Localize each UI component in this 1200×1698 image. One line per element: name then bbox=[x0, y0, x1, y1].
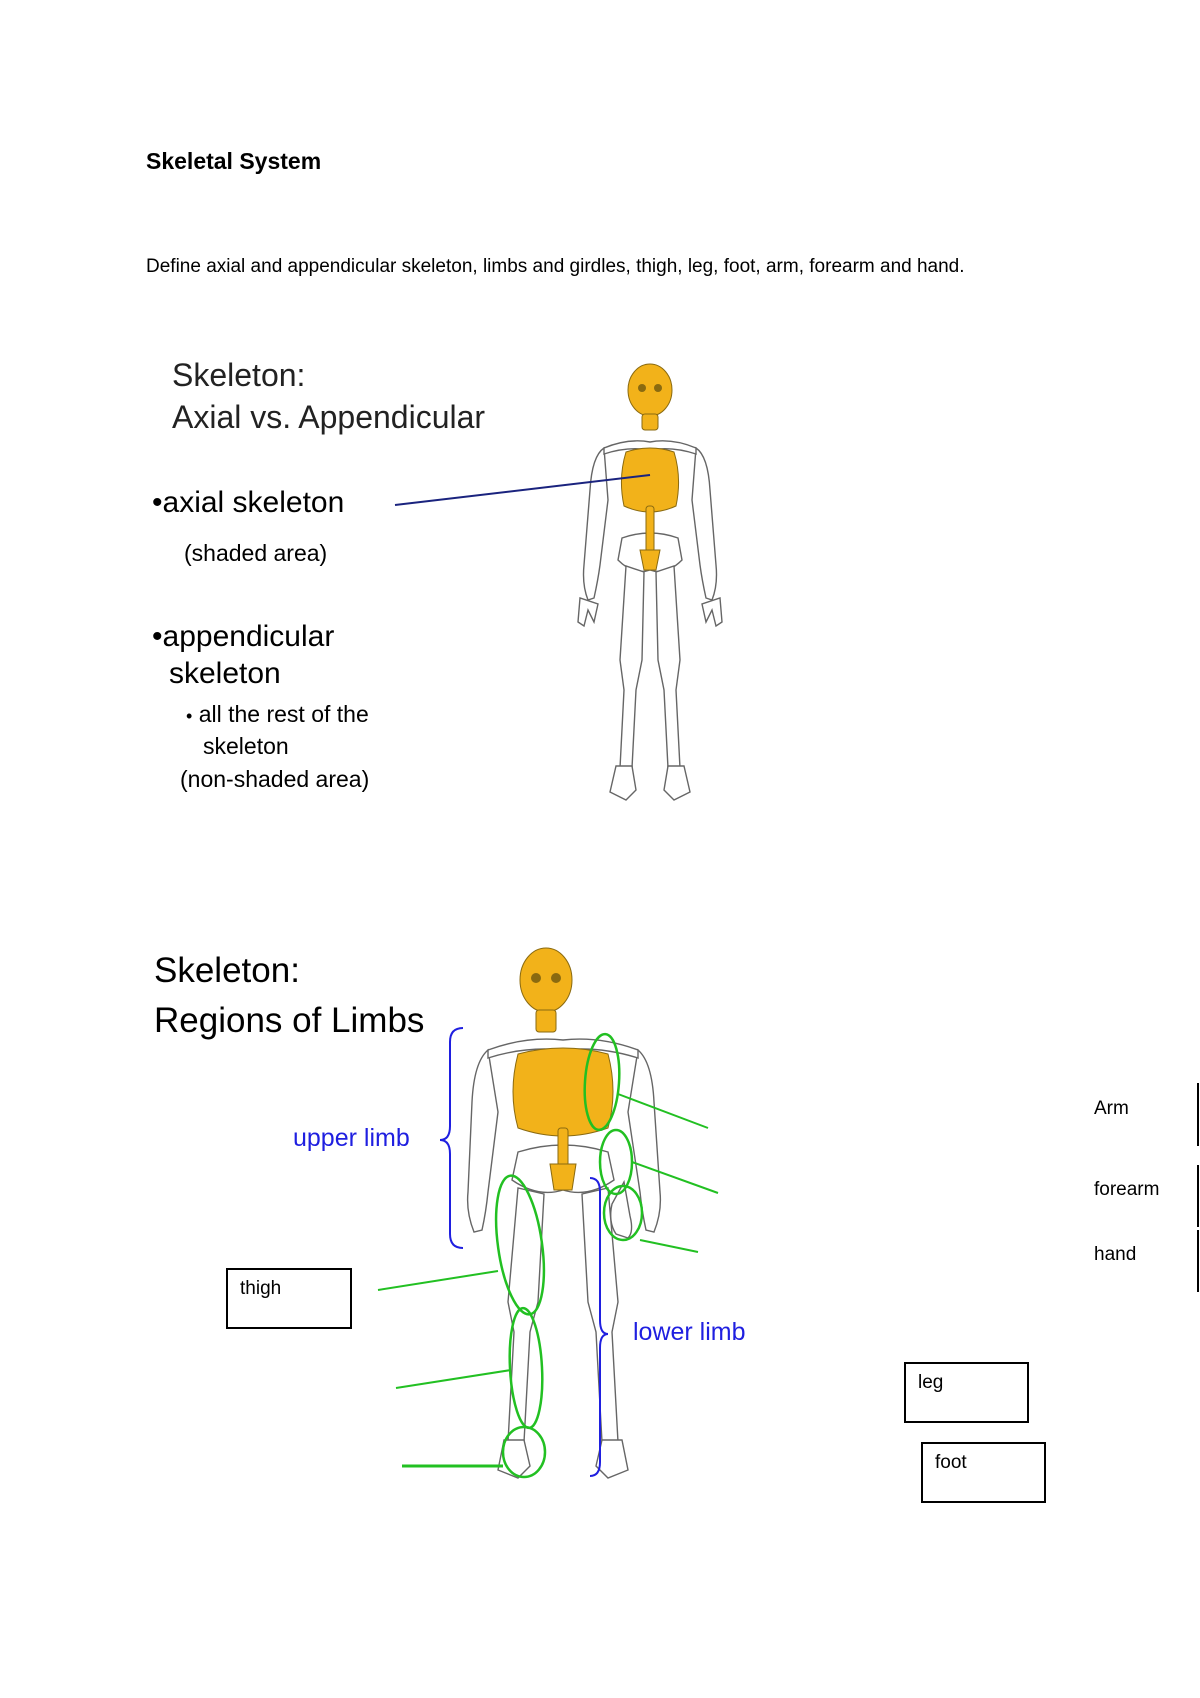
lower-limb-brace bbox=[589, 1177, 609, 1477]
slide-axial-title: Skeleton: Axial vs. Appendicular bbox=[172, 354, 485, 438]
bullet-dot: • bbox=[152, 486, 163, 519]
appendicular-note: (non-shaded area) bbox=[180, 766, 370, 792]
arm-ellipse bbox=[583, 1032, 621, 1132]
answer-hand: hand bbox=[1094, 1244, 1137, 1265]
slide-axial-title-line2: Axial vs. Appendicular bbox=[172, 399, 486, 435]
leg-leader bbox=[395, 1369, 512, 1389]
forearm-box-edge bbox=[1197, 1165, 1199, 1227]
thigh-box: thigh bbox=[226, 1268, 352, 1329]
foot-box: foot bbox=[921, 1442, 1046, 1503]
leg-box: leg bbox=[904, 1362, 1029, 1423]
sub-bullet-line2: skeleton bbox=[203, 733, 289, 759]
arm-leader bbox=[617, 1093, 709, 1129]
arm-box-edge bbox=[1197, 1083, 1199, 1146]
lower-limb-label: lower limb bbox=[633, 1318, 746, 1346]
skeleton-figure-axial bbox=[577, 363, 723, 801]
slide-axial-title-line1: Skeleton: bbox=[172, 357, 306, 393]
forearm-ellipse bbox=[598, 1128, 634, 1196]
thigh-leader bbox=[377, 1270, 499, 1291]
bullet-axial: •axial skeleton bbox=[152, 486, 344, 520]
hand-box-edge bbox=[1197, 1230, 1199, 1292]
document-instruction: Define axial and appendicular skeleton, … bbox=[146, 256, 965, 277]
bullet-appendicular-line1: appendicular bbox=[162, 620, 335, 653]
slide-limbs-title: Skeleton: Regions of Limbs bbox=[154, 946, 424, 1046]
bullet-appendicular: •appendicular skeleton bbox=[152, 618, 334, 692]
answer-leg: leg bbox=[918, 1372, 944, 1393]
sub-bullet-dot: • bbox=[186, 706, 193, 726]
answer-foot: foot bbox=[935, 1452, 967, 1473]
axial-shaded-region bbox=[620, 363, 680, 571]
upper-limb-label: upper limb bbox=[293, 1124, 410, 1152]
foot-ellipse bbox=[501, 1425, 547, 1479]
document-heading: Skeletal System bbox=[146, 148, 322, 174]
hand-leader bbox=[639, 1239, 699, 1253]
answer-thigh: thigh bbox=[240, 1278, 282, 1299]
axial-note: (shaded area) bbox=[184, 540, 328, 566]
thigh-ellipse bbox=[494, 1174, 546, 1316]
slide-limbs-title-line2: Regions of Limbs bbox=[154, 1001, 425, 1040]
leg-ellipse bbox=[508, 1306, 544, 1430]
forearm-leader bbox=[631, 1161, 719, 1194]
sub-bullet-rest: • all the rest of the skeleton bbox=[186, 699, 369, 761]
axial-leader-line bbox=[394, 474, 651, 506]
slide-limbs-title-line1: Skeleton: bbox=[154, 951, 300, 990]
bullet-axial-label: axial skeleton bbox=[162, 486, 345, 519]
upper-limb-brace bbox=[439, 1027, 464, 1249]
sub-bullet-line1: all the rest of the bbox=[198, 701, 369, 727]
answer-forearm: forearm bbox=[1094, 1179, 1160, 1200]
bullet-dot: • bbox=[152, 620, 163, 653]
answer-arm: Arm bbox=[1094, 1098, 1129, 1119]
hand-ellipse bbox=[602, 1184, 644, 1242]
bullet-appendicular-line2: skeleton bbox=[169, 657, 281, 690]
